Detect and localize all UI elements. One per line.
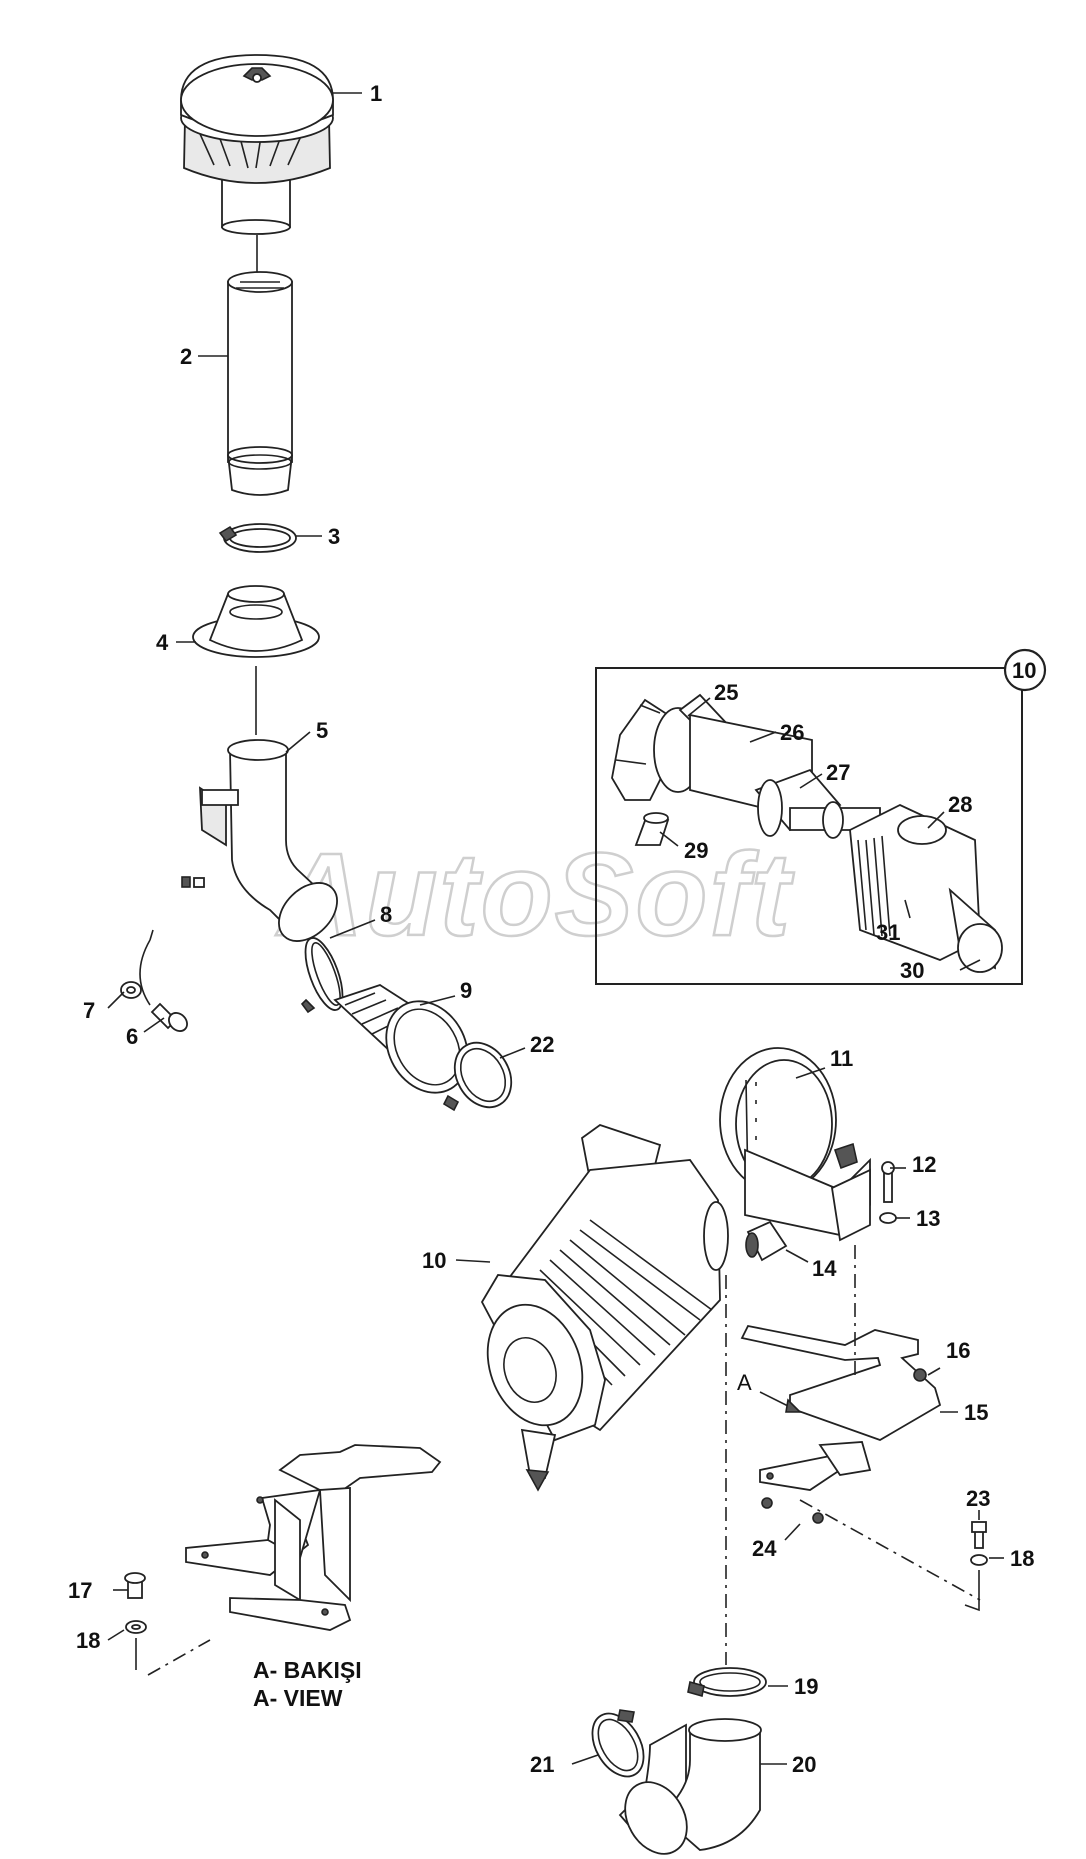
- part-20-outlet-elbow-icon: [618, 1718, 762, 1855]
- callout-22: 22: [530, 1032, 554, 1057]
- part-5-elbow-pipe-icon: [199, 739, 338, 942]
- a-view-bracket-icon: [185, 1444, 442, 1631]
- part-15-mounting-plate-icon: [740, 1324, 942, 1491]
- bolt-small-icon: [181, 876, 205, 888]
- part-23-bolt-icon: [971, 1521, 987, 1549]
- a-view-caption-tr: A- BAKIŞI: [253, 1657, 362, 1683]
- detail-box-part-10: [595, 667, 1023, 985]
- part-10-air-filter-assembly-icon: [480, 1124, 729, 1492]
- callout-1: 1: [370, 81, 382, 106]
- callout-14: 14: [812, 1256, 837, 1281]
- part-1-precleaner-icon: [180, 54, 334, 235]
- callout-15: 15: [964, 1400, 988, 1425]
- part-22-hose-clamp-icon: [442, 1041, 513, 1112]
- callout-25: 25: [714, 680, 738, 705]
- callout-12: 12: [912, 1152, 936, 1177]
- part-29-dust-valve-icon: [634, 812, 670, 846]
- leader-lines: [107, 92, 1004, 1765]
- callout-18-left: 18: [76, 1628, 100, 1653]
- callout-8: 8: [380, 902, 392, 927]
- callout-20: 20: [792, 1752, 816, 1777]
- part-19-hose-clamp-icon: [687, 1667, 767, 1698]
- callout-16: 16: [946, 1338, 970, 1363]
- callout-18-right: 18: [1010, 1546, 1034, 1571]
- callout-5: 5: [316, 718, 328, 743]
- part-8-hose-clamp-icon: [300, 937, 344, 1014]
- callout-21: 21: [530, 1752, 554, 1777]
- callout-28: 28: [948, 792, 972, 817]
- part-12-bolt-icon: [881, 1161, 895, 1203]
- callout-10: 10: [422, 1248, 446, 1273]
- callout-9: 9: [460, 978, 472, 1003]
- callout-13: 13: [916, 1206, 940, 1231]
- part-9-rubber-hose-icon: [333, 984, 469, 1094]
- part-4-flange-adapter-icon: [192, 585, 320, 658]
- callout-26: 26: [780, 720, 804, 745]
- callout-23: 23: [966, 1486, 990, 1511]
- part-11-mounting-strap-icon: [719, 1047, 871, 1242]
- callout-17: 17: [68, 1578, 92, 1603]
- a-view-caption-en: A- VIEW: [253, 1685, 343, 1711]
- part-30-outlet-elbow-icon: [948, 887, 1003, 973]
- callout-2: 2: [180, 344, 192, 369]
- callout-labels: 1 2 3 4 5 7 6 8 9 22 10 10 25 26 27 28 2…: [68, 81, 1036, 1777]
- part-3-hose-clamp-icon: [218, 523, 297, 553]
- callout-4: 4: [156, 630, 169, 655]
- callout-31: 31: [876, 920, 900, 945]
- detail-callout-circle: [1003, 648, 1047, 692]
- callout-19: 19: [794, 1674, 818, 1699]
- part-24-nut-icon: [761, 1497, 824, 1524]
- part-16-nut-icon: [913, 1368, 927, 1382]
- part-18-washer-icon: [970, 1554, 988, 1566]
- part-27-inner-filter-icon: [754, 768, 881, 839]
- part-17-bolt-icon: [124, 1572, 146, 1599]
- callout-6: 6: [126, 1024, 138, 1049]
- part-2-intake-tube-icon: [227, 271, 293, 496]
- view-arrow-letter: A: [737, 1370, 752, 1395]
- callout-27: 27: [826, 760, 850, 785]
- part-6-bolt-icon: [150, 1002, 188, 1032]
- part-21-hose-clamp-icon: [591, 1709, 645, 1778]
- part-18-washer-a-view-icon: [125, 1620, 147, 1634]
- callout-3: 3: [328, 524, 340, 549]
- callout-30: 30: [900, 958, 924, 983]
- part-13-washer-icon: [879, 1212, 897, 1224]
- callout-11: 11: [830, 1046, 853, 1071]
- part-7-washer-icon: [120, 981, 142, 999]
- callout-24: 24: [752, 1536, 777, 1561]
- part-14-restriction-indicator-icon: [745, 1220, 788, 1262]
- watermark: AutoSoft: [275, 829, 795, 961]
- callout-29: 29: [684, 838, 708, 863]
- callout-10-detail: 10: [1012, 658, 1036, 683]
- callout-7: 7: [83, 998, 95, 1023]
